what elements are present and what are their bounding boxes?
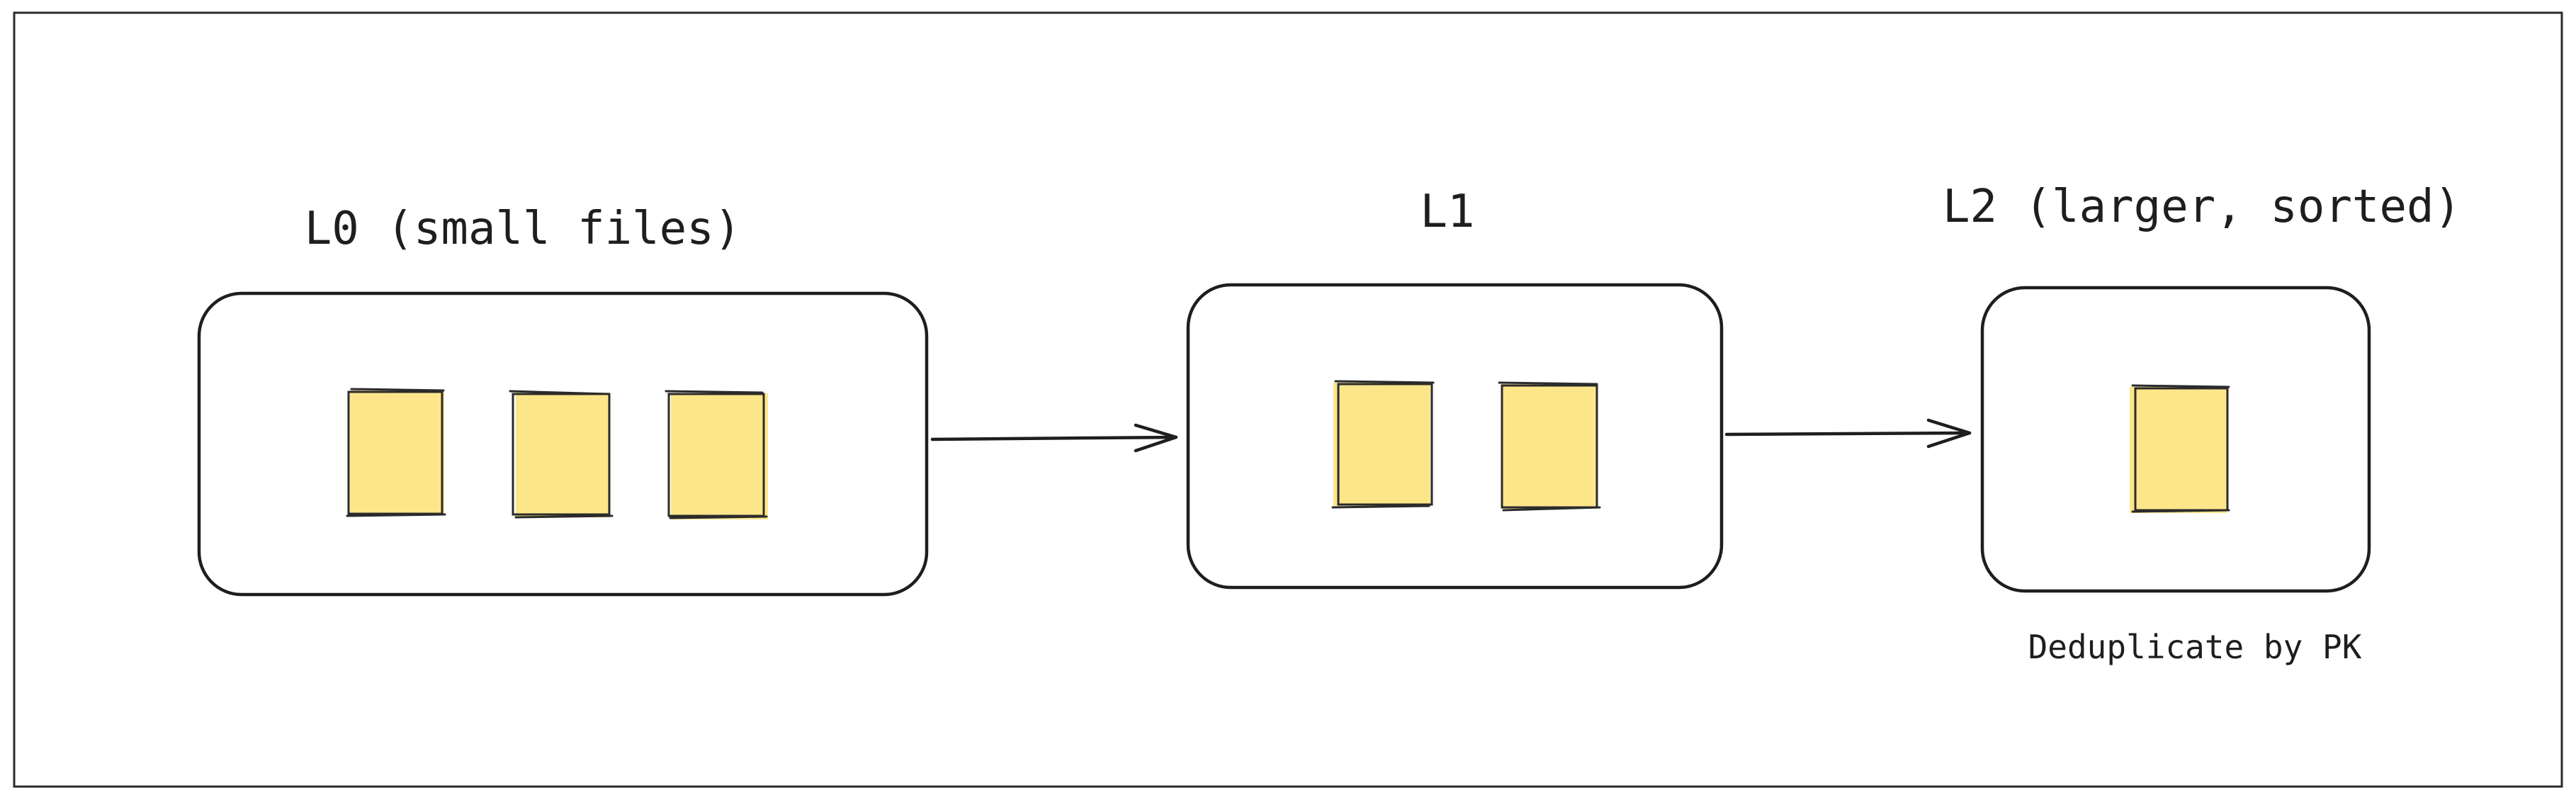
level-label-l1: L1 xyxy=(1420,186,1474,238)
file-icon xyxy=(509,390,614,519)
arrow-right-icon xyxy=(930,423,1178,453)
level-label-l2: L2 (larger, sorted) xyxy=(1943,181,2461,233)
annotation-deduplicate: Deduplicate by PK xyxy=(2028,628,2362,666)
file-icon xyxy=(1498,381,1601,512)
level-label-l0: L0 (small files) xyxy=(305,203,742,255)
file-icon xyxy=(665,390,768,519)
level-box-l1 xyxy=(1186,283,1724,590)
arrow-right-icon xyxy=(1724,418,1972,449)
file-icon xyxy=(1331,380,1435,509)
file-icon xyxy=(2130,384,2230,513)
file-icon xyxy=(346,388,446,517)
